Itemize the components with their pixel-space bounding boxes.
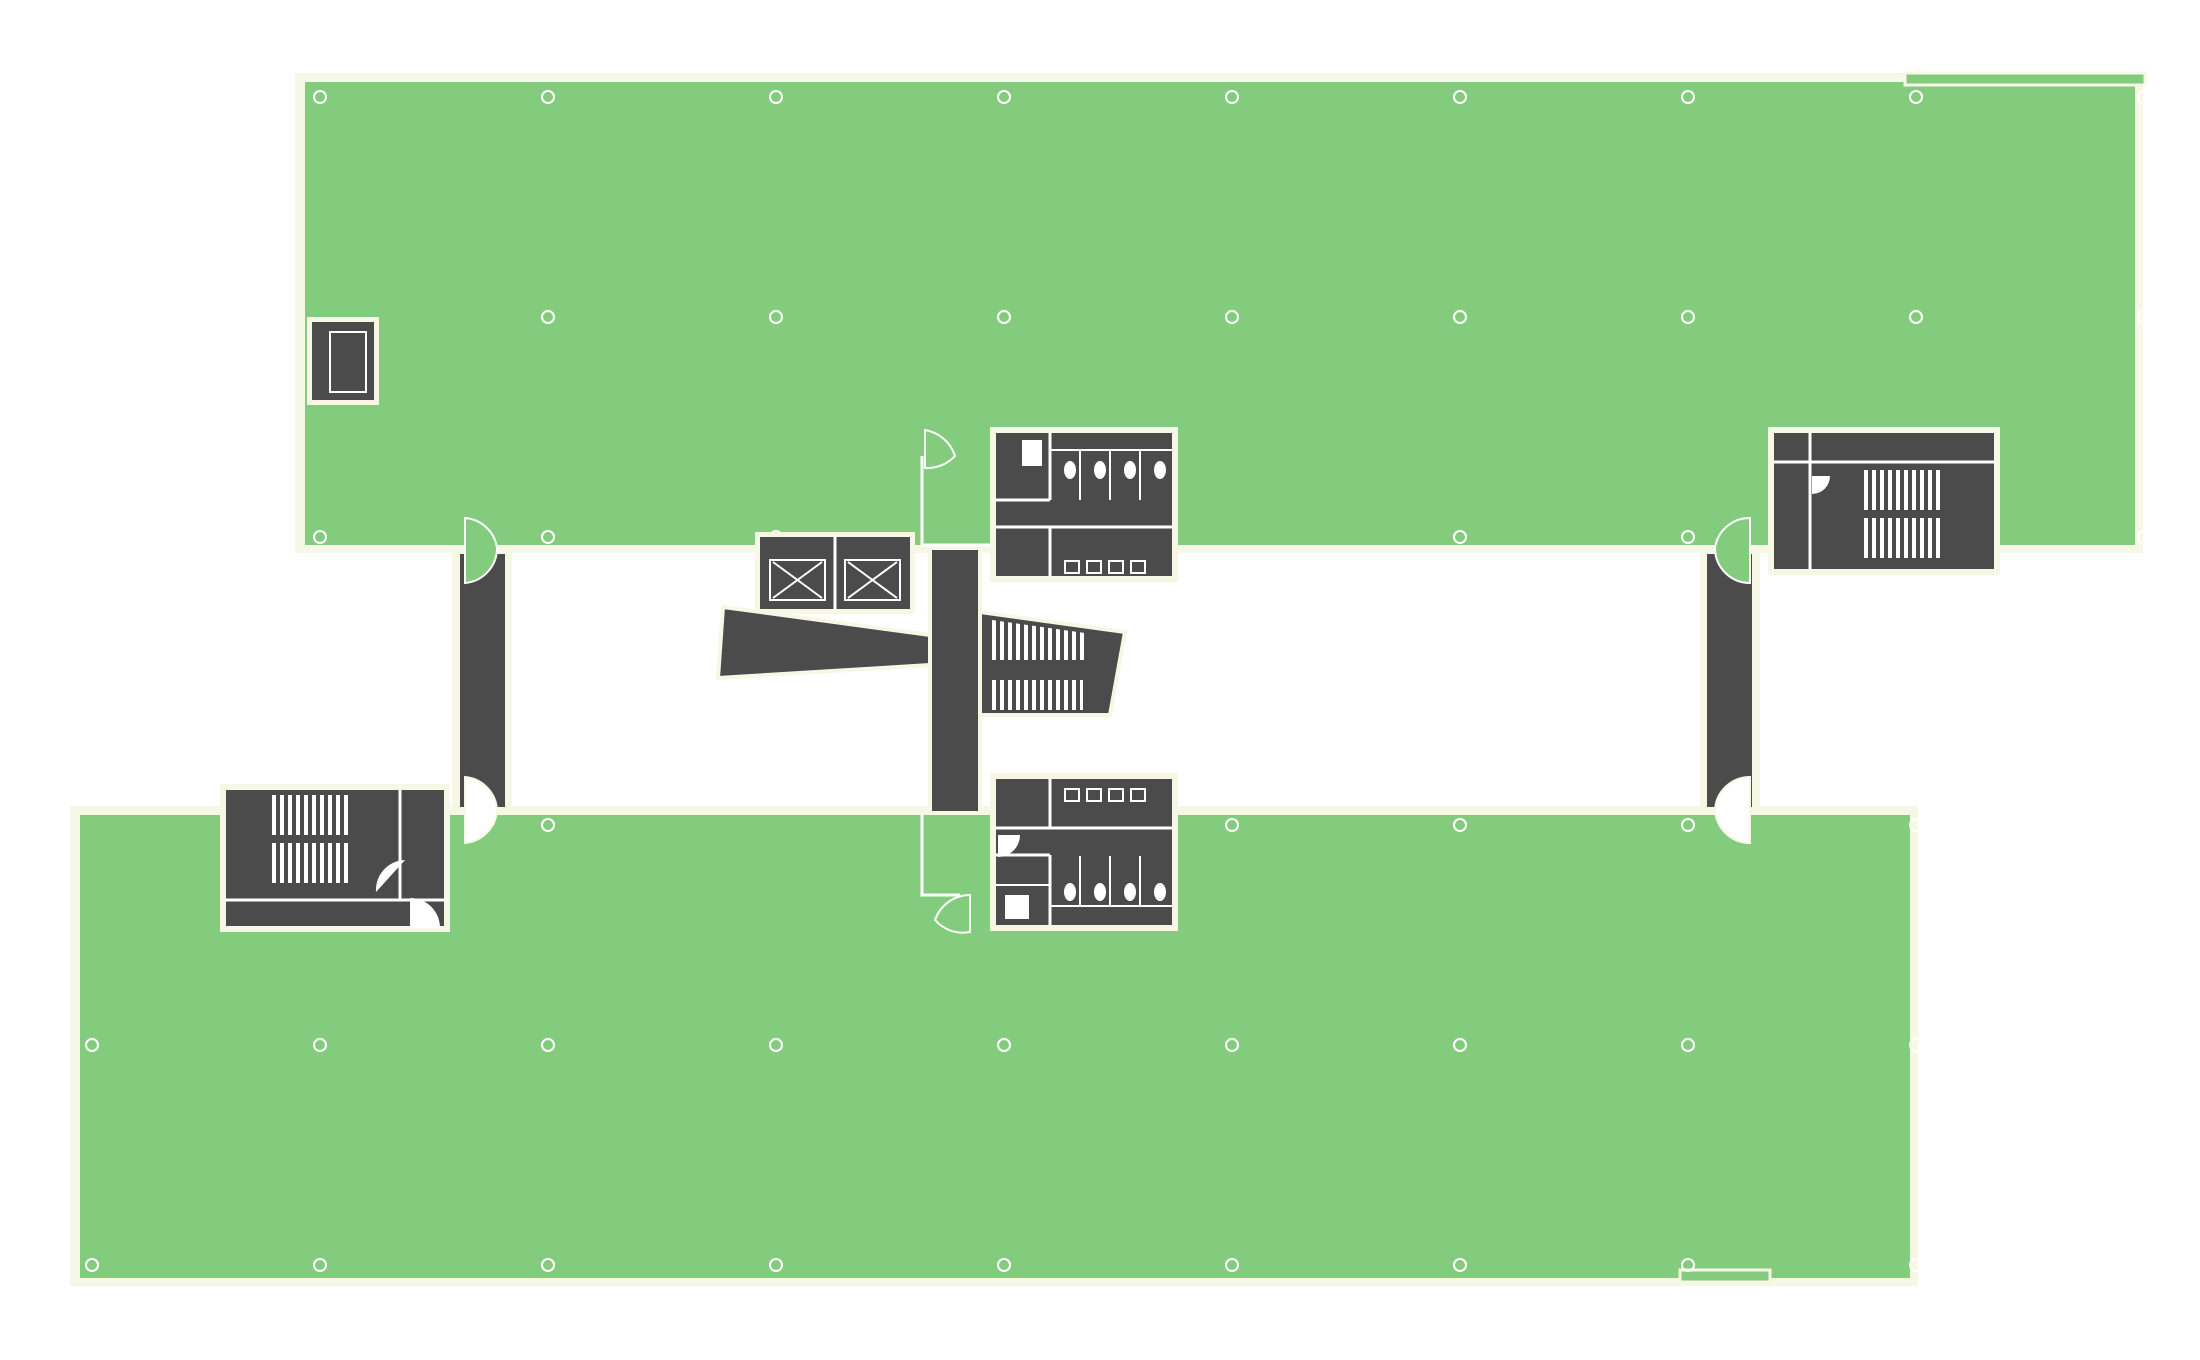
column-marker-icon bbox=[313, 1038, 327, 1052]
column-marker-icon bbox=[1681, 90, 1695, 104]
column-marker-icon bbox=[313, 90, 327, 104]
column-marker-icon bbox=[541, 1038, 555, 1052]
column-marker-icon bbox=[997, 90, 1011, 104]
sink-icon bbox=[1064, 788, 1080, 802]
column-marker-icon bbox=[1453, 90, 1467, 104]
toilet-row bbox=[1064, 461, 1166, 479]
door-swing-icon[interactable] bbox=[375, 860, 405, 892]
column-marker-icon bbox=[1225, 90, 1239, 104]
column-marker-icon bbox=[1909, 818, 1923, 832]
column-marker-icon bbox=[313, 1258, 327, 1272]
column-marker-icon bbox=[1909, 1258, 1923, 1272]
column-marker-icon bbox=[85, 1038, 99, 1052]
column-marker-icon bbox=[997, 1258, 1011, 1272]
column-marker-icon bbox=[1225, 818, 1239, 832]
north-wing bbox=[295, 71, 2147, 553]
column-marker-icon bbox=[1681, 310, 1695, 324]
door-swing-icon[interactable] bbox=[924, 428, 957, 470]
door-swing-icon[interactable] bbox=[410, 898, 440, 928]
toilet-icon bbox=[1005, 895, 1029, 919]
elevator-icon bbox=[769, 559, 826, 601]
toilet-row bbox=[1064, 883, 1166, 901]
stair-icon bbox=[992, 620, 1085, 660]
column-marker-icon bbox=[997, 310, 1011, 324]
toilet-icon bbox=[1064, 883, 1076, 901]
sink-icon bbox=[1130, 788, 1146, 802]
column-marker-icon bbox=[1909, 1038, 1923, 1052]
door-swing-icon[interactable] bbox=[998, 835, 1020, 857]
column-marker-icon bbox=[1909, 310, 1923, 324]
column-marker-icon bbox=[1453, 1258, 1467, 1272]
column-marker-icon bbox=[541, 310, 555, 324]
toilet-icon bbox=[1154, 461, 1166, 479]
column-marker-icon bbox=[541, 1258, 555, 1272]
door-swing-icon[interactable] bbox=[464, 775, 499, 845]
column-marker-icon bbox=[1225, 1038, 1239, 1052]
column-marker-icon bbox=[769, 310, 783, 324]
stair-icon bbox=[272, 795, 352, 835]
elevator-core bbox=[755, 532, 915, 614]
column-marker-icon bbox=[1225, 1258, 1239, 1272]
stair-icon bbox=[272, 843, 352, 883]
restroom-north bbox=[920, 427, 1178, 582]
column-marker-icon bbox=[1225, 310, 1239, 324]
door-swing-icon[interactable] bbox=[464, 516, 499, 585]
column-marker-icon bbox=[1681, 530, 1695, 544]
column-marker-icon bbox=[1909, 90, 1923, 104]
sink-icon bbox=[1064, 560, 1080, 574]
sink-row bbox=[1064, 788, 1146, 802]
sink-icon bbox=[1130, 560, 1146, 574]
toilet-icon bbox=[1022, 440, 1042, 466]
toilet-icon bbox=[1064, 461, 1076, 479]
central-corridor bbox=[715, 546, 1128, 815]
column-marker-icon bbox=[1681, 1258, 1695, 1272]
column-marker-icon bbox=[1453, 818, 1467, 832]
stair-icon bbox=[1862, 518, 1942, 558]
sink-icon bbox=[1108, 560, 1124, 574]
stair-core-east bbox=[1768, 427, 2000, 575]
column-marker-icon bbox=[541, 90, 555, 104]
door-swing-icon[interactable] bbox=[1713, 516, 1751, 585]
column-marker-icon bbox=[2137, 530, 2151, 544]
sink-icon bbox=[1086, 788, 1102, 802]
column-marker-icon bbox=[1681, 1038, 1695, 1052]
bridge-west bbox=[452, 516, 512, 845]
column-marker-icon bbox=[997, 1038, 1011, 1052]
toilet-icon bbox=[1154, 883, 1166, 901]
sink-row bbox=[1064, 560, 1146, 574]
door-swing-icon[interactable] bbox=[1812, 476, 1830, 494]
column-marker-icon bbox=[769, 1258, 783, 1272]
bridge-east bbox=[1700, 516, 1760, 845]
sink-icon bbox=[1086, 560, 1102, 574]
toilet-icon bbox=[1124, 883, 1136, 901]
column-marker-icon bbox=[541, 530, 555, 544]
column-marker-icon bbox=[1681, 818, 1695, 832]
elevator-icon bbox=[844, 559, 901, 601]
column-marker-icon bbox=[769, 1038, 783, 1052]
column-marker-icon bbox=[2137, 310, 2151, 324]
column-marker-icon bbox=[313, 530, 327, 544]
toilet-icon bbox=[1094, 883, 1106, 901]
column-marker-icon bbox=[541, 818, 555, 832]
column-marker-icon bbox=[1453, 530, 1467, 544]
door-swing-icon[interactable] bbox=[933, 893, 971, 934]
column-marker-icon bbox=[769, 90, 783, 104]
sink-icon bbox=[1108, 788, 1124, 802]
stair-icon bbox=[1862, 470, 1942, 510]
restroom-south bbox=[920, 773, 1178, 934]
toilet-icon bbox=[1124, 461, 1136, 479]
door-swing-icon[interactable] bbox=[1713, 775, 1751, 845]
toilet-icon bbox=[1094, 461, 1106, 479]
column-marker-icon bbox=[85, 1258, 99, 1272]
stair-core-west bbox=[220, 784, 450, 932]
column-marker-icon bbox=[2137, 90, 2151, 104]
column-marker-icon bbox=[1453, 310, 1467, 324]
shaft-northwest bbox=[307, 317, 379, 405]
stair-icon bbox=[988, 680, 1083, 710]
column-marker-icon bbox=[1453, 1038, 1467, 1052]
